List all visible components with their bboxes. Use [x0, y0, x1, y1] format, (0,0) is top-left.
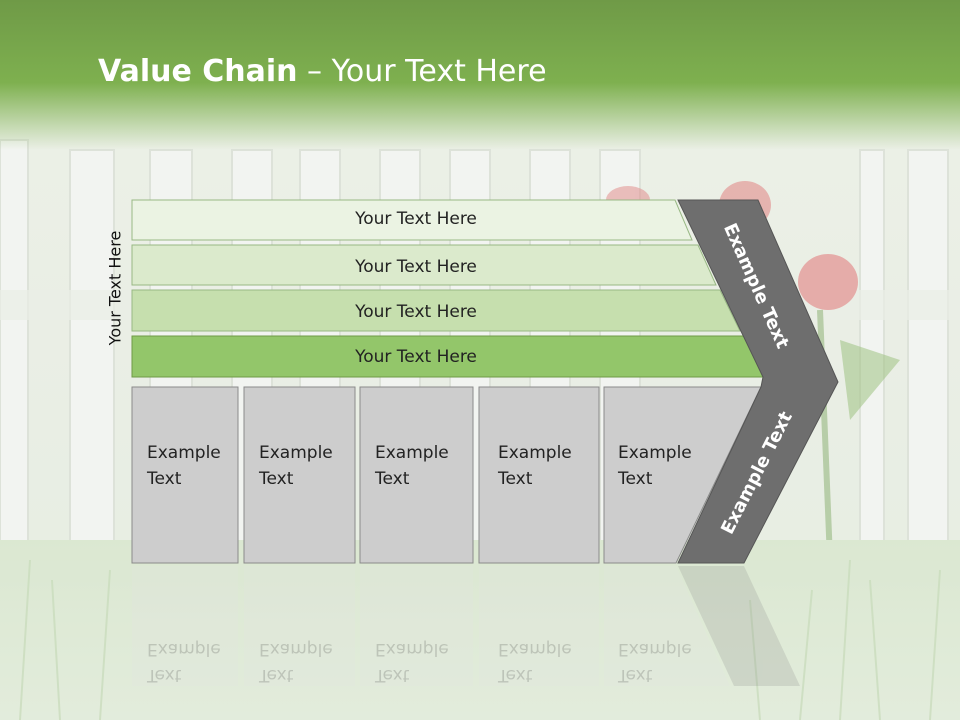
box-4-reflection: Text Example	[498, 636, 572, 688]
side-label: Your Text Here	[105, 230, 125, 346]
reflection-group	[132, 566, 800, 686]
box-2	[243, 386, 356, 564]
box-1-line2: Text	[147, 469, 182, 489]
bar-1-label: Your Text Here	[355, 209, 477, 229]
box-2-reflection-line1: Text	[259, 665, 294, 685]
slide-title: Value Chain – Your Text Here	[98, 54, 547, 89]
box-2-line1: Example	[259, 443, 333, 463]
box-4-line2: Text	[498, 469, 533, 489]
box-2-reflection: Text Example	[259, 636, 333, 688]
box-5-reflection-line1: Text	[618, 665, 653, 685]
title-rest: – Your Text Here	[297, 54, 547, 89]
bar-1	[131, 199, 693, 241]
chevron-arrow	[677, 199, 839, 564]
box-4-label: Example Text	[498, 440, 572, 492]
bar-2-label: Your Text Here	[355, 257, 477, 277]
box-5	[603, 386, 762, 564]
box-3-reflection-line2: Example	[375, 639, 449, 659]
box-1-reflection-line2: Example	[147, 639, 221, 659]
box-2-reflection-line2: Example	[259, 639, 333, 659]
box-1	[131, 386, 239, 564]
box-4	[478, 386, 600, 564]
box-2-label: Example Text	[259, 440, 333, 492]
title-bar	[0, 0, 960, 150]
box-2-line2: Text	[259, 469, 294, 489]
box-1-reflection: Text Example	[147, 636, 221, 688]
title-bold: Value Chain	[98, 54, 298, 89]
box-3-reflection: Text Example	[375, 636, 449, 688]
box-5-line1: Example	[618, 443, 692, 463]
box-5-label: Example Text	[618, 440, 692, 492]
box-1-label: Example Text	[147, 440, 221, 492]
box-5-reflection-line2: Example	[618, 639, 692, 659]
box-4-line1: Example	[498, 443, 572, 463]
bar-2	[131, 244, 717, 286]
box-5-line2: Text	[618, 469, 653, 489]
box-1-line1: Example	[147, 443, 221, 463]
box-3-label: Example Text	[375, 440, 449, 492]
box-3-line2: Text	[375, 469, 410, 489]
box-1-reflection-line1: Text	[147, 665, 182, 685]
bar-3-label: Your Text Here	[355, 302, 477, 322]
box-3-line1: Example	[375, 443, 449, 463]
box-4-reflection-line2: Example	[498, 639, 572, 659]
box-3	[359, 386, 474, 564]
box-3-reflection-line1: Text	[375, 665, 410, 685]
box-5-reflection: Text Example	[618, 636, 692, 688]
bar-4-label: Your Text Here	[355, 347, 477, 367]
bar-3	[131, 289, 741, 332]
box-4-reflection-line1: Text	[498, 665, 533, 685]
